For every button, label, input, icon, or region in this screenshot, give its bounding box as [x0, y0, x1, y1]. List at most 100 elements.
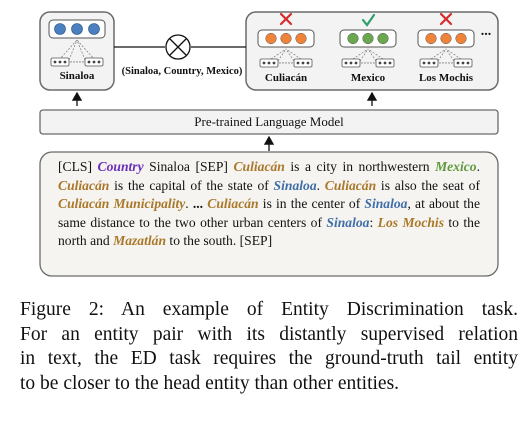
token-ellipsis: ·····: [70, 57, 85, 67]
entity-mention: Mazatlán: [113, 233, 167, 249]
token-dot: [456, 61, 460, 65]
token-dot: [432, 61, 436, 65]
token-dot: [388, 61, 392, 65]
candidate-label-los-mochis: Los Mochis: [418, 72, 474, 84]
candidate-node: [440, 32, 452, 45]
token-dot: [466, 61, 470, 65]
caption-line: to be closer to the head entity than oth…: [20, 372, 400, 394]
token-ellipsis: ·····: [279, 58, 294, 68]
attention-line: [76, 39, 96, 61]
context-text-segment: is the capital of the state of: [109, 177, 274, 193]
token-dot: [272, 61, 276, 65]
token-dot: [53, 60, 57, 64]
caption-line: For an entity pair with its distantly su…: [20, 323, 518, 345]
context-text-segment: Sinaloa [SEP]: [143, 159, 234, 174]
attention-line: [367, 48, 377, 62]
token-dot: [354, 61, 358, 65]
candidate-graphics: ····· ····· ·····: [257, 12, 475, 68]
head-entity-label: Sinaloa: [59, 70, 95, 82]
candidate-node: [347, 32, 359, 45]
token-dot: [267, 61, 271, 65]
token-dot: [306, 61, 310, 65]
cross-stroke: [279, 12, 293, 26]
plm-label: Pre-trained Language Model: [194, 114, 344, 129]
context-text-segment: to the south. [SEP]: [166, 233, 273, 249]
candidate-label-culiacan: Culiacán: [264, 72, 308, 84]
entity-mention: Culiacán: [324, 177, 377, 193]
head-node: [88, 23, 100, 35]
attention-line: [277, 48, 287, 62]
cross-icon: [439, 12, 453, 26]
head-node: [71, 23, 83, 35]
context-text-segment: :: [369, 214, 378, 230]
context-text-segment: is a city in northwestern: [284, 159, 436, 174]
token-dot: [97, 60, 101, 64]
context-text-segment: , at about the same distance to the two …: [58, 196, 481, 230]
token-dot: [87, 60, 91, 64]
context-text-segment: [CLS]: [58, 159, 98, 174]
token-dot: [422, 61, 426, 65]
more-candidates-ellipsis: ...: [480, 24, 492, 39]
attention-line: [285, 48, 295, 62]
context-text-segment: is also the seat of: [376, 177, 481, 193]
head-embedding-nodes: [54, 23, 100, 35]
entity-pair-label: (Sinaloa, Country, Mexico): [121, 66, 243, 77]
head-node: [54, 23, 66, 35]
token-dot: [63, 60, 67, 64]
token-dot: [378, 61, 382, 65]
head-token-row: ·····: [50, 39, 104, 67]
context-text-segment: .: [316, 177, 325, 193]
entity-discrimination-diagram: ····· ····· ····· ····· Sinaloa (Sinaloa, …: [39, 11, 499, 277]
context-text-segment: to the north and: [58, 214, 480, 249]
attention-line: [58, 39, 78, 61]
entity-mention: Los Mochis: [377, 214, 444, 230]
entity-mention: Sinaloa: [364, 196, 408, 212]
attention-line: [68, 39, 78, 61]
cross-icon: [279, 12, 293, 26]
attention-line: [437, 48, 447, 62]
token-dot: [92, 60, 96, 64]
token-dot: [58, 60, 62, 64]
context-box: [39, 151, 499, 277]
diagram-graphics: ····· ····· ····· ·····: [39, 11, 499, 277]
context-text-segment: .: [185, 196, 193, 212]
figure-caption: Figure 2: An example of Entity Discrimin…: [20, 298, 518, 396]
context-text-segment: is in the center of: [258, 196, 365, 212]
context-text-segment: .: [476, 159, 480, 174]
token-ellipsis: ·····: [361, 58, 376, 68]
entity-mention: Country: [97, 159, 144, 174]
token-dot: [349, 61, 353, 65]
entity-mention: Culiacán Municipality: [58, 196, 186, 212]
entity-mention: Mexico: [435, 159, 477, 174]
token-ellipsis: ·····: [439, 58, 454, 68]
candidate-node: [455, 32, 467, 45]
context-text: [CLS] Country Sinaloa [SEP] Culiacán is …: [40, 152, 498, 276]
candidate-node: [377, 32, 389, 45]
token-dot: [344, 61, 348, 65]
attention-line: [76, 39, 86, 61]
candidate-node: [425, 32, 437, 45]
plm-box: [39, 109, 499, 135]
caption-line: Figure 2: An example of Entity Discrimin…: [20, 299, 518, 320]
token-dot: [301, 61, 305, 65]
token-dot: [383, 61, 387, 65]
token-dot: [461, 61, 465, 65]
token-dot: [296, 61, 300, 65]
entity-mention: Culiacán: [233, 159, 285, 174]
candidate-node: [280, 32, 292, 45]
token-dot: [427, 61, 431, 65]
candidate-label-mexico: Mexico: [350, 72, 386, 84]
attention-line: [359, 48, 369, 62]
entity-mention: Sinaloa: [326, 214, 370, 230]
token-dot: [262, 61, 266, 65]
check-icon: [361, 13, 376, 27]
entity-mention: Sinaloa: [273, 177, 317, 193]
entity-mention: ...: [192, 196, 204, 212]
entity-mention: Culiacán: [207, 196, 259, 212]
entity-mention: Culiacán: [58, 177, 110, 193]
cross-stroke: [439, 12, 453, 26]
candidate-node: [362, 32, 374, 45]
attention-line: [445, 48, 455, 62]
caption-line: in text, the ED task requires the ground…: [20, 348, 518, 369]
candidate-node: [265, 32, 277, 45]
